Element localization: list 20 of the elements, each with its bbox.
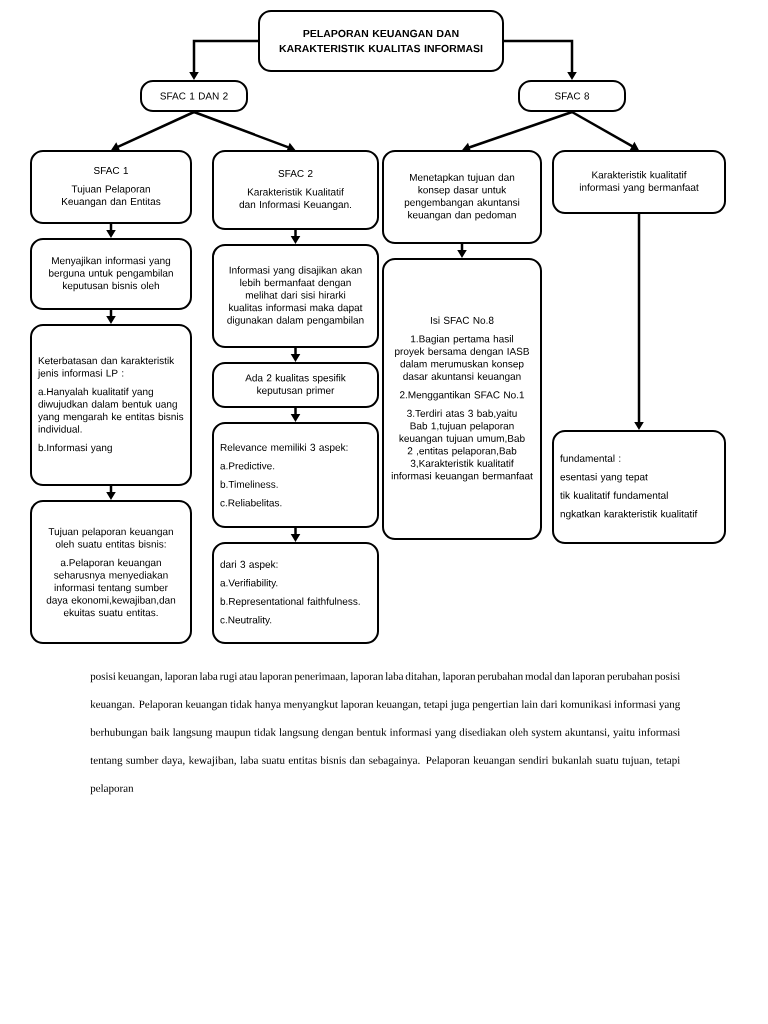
text-box: SFAC 1 Tujuan Pelaporan Keuangan dan Entitas — [30, 150, 192, 224]
text-box: Keterbatasan dan karakteristik jenis informasi LP : a.Hanyalah kualitatif yang diwujudkan dalam bentuk uang yang mengarah ke entitas bisnis individual. b.Informasi yang — [30, 324, 192, 486]
text-box: Karakteristik kualitatif informasi yang bermanfaat — [552, 150, 726, 214]
text-box: Tujuan pelaporan keuangan oleh suatu entitas bisnis: a.Pelaporan keuangan seharusnya menyediakan informasi tentang sumber daya ekonomi,kewajiban,dan ekuitas suatu entitas. — [30, 500, 192, 644]
text-box: dari 3 aspek: a.Verifiability. b.Representational faithfulness. c.Neutrality. — [212, 542, 379, 644]
text-box: Relevance memiliki 3 aspek: a.Predictive. b.Timeliness. c.Reliabelitas. — [212, 422, 379, 528]
text-box: Isi SFAC No.8 1.Bagian pertama hasil proyek bersama dengan IASB dalam merumuskan konsep dasar akuntansi keuangan 2.Menggantikan SFAC No.1 3.Terdiri atas 3 bab,yaitu Bab 1,tujuan pelaporan keuangan tujuan umum,Bab 2 ,entitas pelaporan,Bab 3,Karakteristik kualitatif informasi keuangan bermanfaat — [382, 258, 542, 540]
text-box: Informasi yang disajikan akan lebih bermanfaat dengan melihat dari sisi hirarki kualitas informasi maka dapat digunakan dalam pengambilan — [212, 244, 379, 348]
arrow — [571, 110, 639, 151]
category-box: SFAC 1 DAN 2 — [140, 80, 248, 112]
text-box: Menetapkan tujuan dan konsep dasar untuk pengembangan akuntansi keuangan dan pedoman — [382, 150, 542, 244]
arrow — [111, 110, 195, 152]
text-box: Ada 2 kualitas spesifik keputusan primer — [212, 362, 379, 408]
arrow — [462, 110, 573, 152]
category-box: SFAC 8 — [518, 80, 626, 112]
title-box: PELAPORAN KEUANGAN DAN KARAKTERISTIK KUALITAS INFORMASI — [258, 10, 504, 72]
text-box: Menyajikan informasi yang berguna untuk pengambilan keputusan bisnis oleh — [30, 238, 192, 310]
body-paragraph: posisi keuangan, laporan laba rugi atau laporan penerimaan, laporan laba ditahan, laporan perubahan modal dan laporan perubahan posisi keuangan. Pelaporan keuangan tidak hanya menyangkut laporan keuangan, tetapi juga pengertian lain dari komunikasi informasi yang berhubungan baik langsung maupun tidak langsung dengan bentuk informasi yang disediakan oleh system akuntansi, yaitu informasi tentang sumber daya, kewajiban, laba suatu entitas bisnis dan sebagainya. Pelaporan keuangan sendiri bukanlah suatu tujuan, tetapi pelaporan — [90, 672, 681, 795]
text-box: fundamental : esentasi yang tepat tik kualitatif fundamental ngkatkan karakteristik kualitatif — [552, 430, 726, 544]
text-box: SFAC 2 Karakteristik Kualitatif dan Informasi Keuangan. — [212, 150, 379, 230]
